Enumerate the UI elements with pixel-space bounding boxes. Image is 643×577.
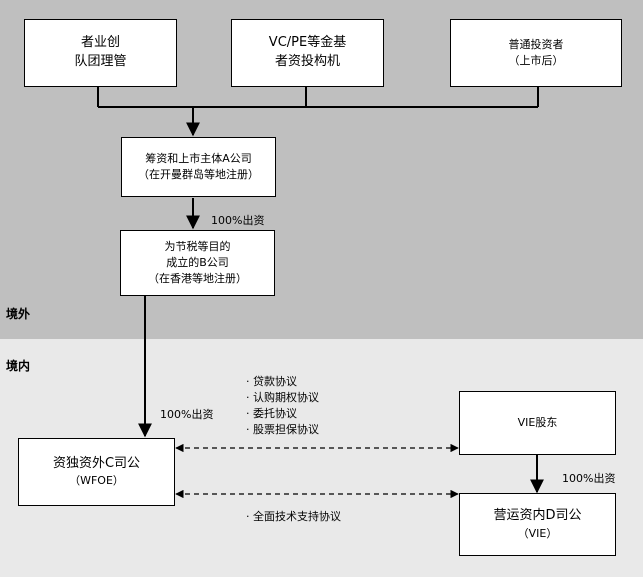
vcpe-box: VC/PE等金基 者资投构机 — [231, 19, 384, 87]
onshore-label: 境内 — [6, 359, 31, 373]
lower-agreements-list: · 全面技术支持协议 — [246, 509, 341, 525]
agreement-item: · 全面技术支持协议 — [246, 510, 341, 523]
wfoe-line2: （WFOE） — [69, 474, 124, 488]
public-investors-box: 普通投资者 （上市后） — [450, 19, 622, 87]
offshore-label: 境外 — [6, 307, 31, 321]
wfoe-box: 资独资外C司公 （WFOE） — [18, 438, 175, 506]
agreement-item: · 委托协议 — [246, 407, 297, 420]
public-investors-line2: （上市后） — [508, 54, 564, 67]
company-b-line1: 为节税等目的 — [164, 240, 231, 254]
agreement-item: · 贷款协议 — [246, 375, 297, 388]
company-b-line2: 成立的B公司 — [166, 256, 229, 270]
vie-to-d-label: 100%出资 — [562, 472, 616, 485]
vie-shareholders-box: VIE股东 — [459, 391, 616, 455]
vie-company-line1: 营运资内D司公 — [493, 508, 582, 524]
vcpe-line1: VC/PE等金基 — [268, 35, 347, 51]
wfoe-line1: 资独资外C司公 — [52, 455, 141, 471]
company-b-box: 为节税等目的 成立的B公司 （在香港等地注册） — [120, 230, 275, 296]
agreement-item: · 认购期权协议 — [246, 391, 319, 404]
founders-line2: 队团理管 — [74, 54, 127, 69]
company-a-box: 筹资和上市主体A公司 （在开曼群岛等地注册） — [121, 137, 276, 197]
founders-box: 者业创 队团理管 — [24, 19, 177, 87]
vie-company-line2: （VIE） — [517, 526, 558, 540]
agreement-item: · 股票担保协议 — [246, 423, 319, 436]
company-a-line2: （在开曼群岛等地注册） — [138, 168, 259, 181]
public-investors-line1: 普通投资者 — [508, 38, 564, 52]
founders-line1: 者业创 — [80, 35, 120, 51]
a-to-b-label: 100%出资 — [211, 214, 265, 227]
vcpe-line2: 者资投构机 — [274, 54, 340, 69]
vie-company-box: 营运资内D司公 （VIE） — [459, 493, 616, 556]
upper-agreements-list: · 贷款协议 · 认购期权协议 · 委托协议 · 股票担保协议 — [246, 374, 319, 438]
vie-shareholders-label: VIE股东 — [517, 416, 558, 430]
company-b-line3: （在香港等地注册） — [148, 271, 247, 285]
company-a-line1: 筹资和上市主体A公司 — [145, 152, 252, 166]
b-to-c-label: 100%出资 — [160, 408, 214, 421]
